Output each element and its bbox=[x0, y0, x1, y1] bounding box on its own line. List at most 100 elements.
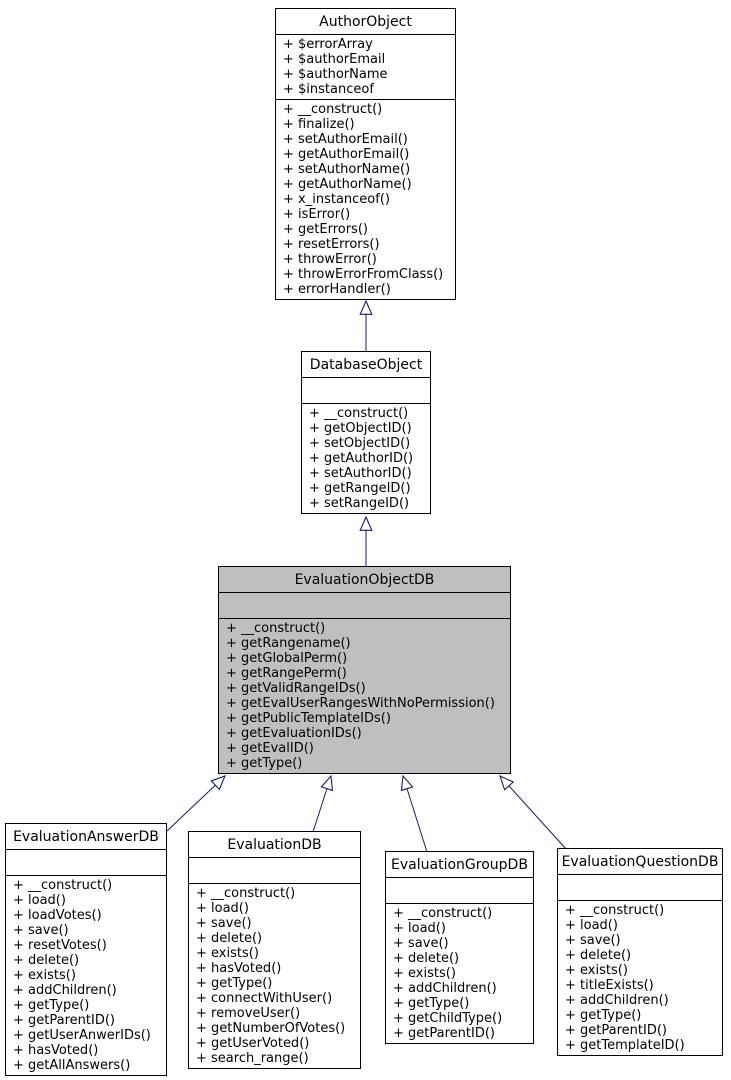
member-item: + setAuthorEmail() bbox=[283, 132, 408, 147]
member-item: + load() bbox=[565, 918, 618, 933]
attributes-section bbox=[6, 850, 166, 876]
member-item: + setObjectID() bbox=[309, 436, 411, 451]
class-box-evaluationobjectdb[interactable]: EvaluationObjectDB + __construct()+ getR… bbox=[218, 566, 511, 774]
member-item: + hasVoted() bbox=[13, 1043, 99, 1058]
member-item: + getType() bbox=[13, 998, 90, 1013]
member-item: + loadVotes() bbox=[13, 908, 102, 923]
member-item: + __construct() bbox=[196, 886, 296, 901]
member-item: + errorHandler() bbox=[283, 282, 391, 297]
inheritance-arrow-evaluationquestiondb-evaluationobjectdb bbox=[499, 774, 567, 850]
member-item: + getEvalID() bbox=[226, 741, 314, 756]
member-item: + getType() bbox=[196, 976, 273, 991]
class-box-evaluationquestiondb[interactable]: EvaluationQuestionDB + __construct()+ lo… bbox=[557, 848, 723, 1056]
member-item: + getParentID() bbox=[565, 1023, 667, 1038]
member-item: + getAllAnswers() bbox=[13, 1058, 131, 1073]
class-name: EvaluationGroupDB bbox=[386, 852, 533, 878]
member-item: + getAuthorName() bbox=[283, 177, 412, 192]
member-item: + exists() bbox=[393, 966, 456, 981]
member-item: + resetErrors() bbox=[283, 237, 380, 252]
member-item: + delete() bbox=[13, 953, 80, 968]
member-item: + save() bbox=[393, 936, 449, 951]
member-item: + addChildren() bbox=[393, 981, 497, 996]
attributes-section bbox=[558, 875, 722, 901]
member-item: + getType() bbox=[226, 756, 303, 771]
member-item: + exists() bbox=[13, 968, 76, 983]
member-item: + removeUser() bbox=[196, 1006, 301, 1021]
member-item: + save() bbox=[13, 923, 69, 938]
member-item: + getChildType() bbox=[393, 1011, 503, 1026]
member-item: + getNumberOfVotes() bbox=[196, 1021, 346, 1036]
member-item: + getRangeID() bbox=[309, 481, 411, 496]
class-name: EvaluationQuestionDB bbox=[558, 849, 722, 875]
member-item: + titleExists() bbox=[565, 978, 654, 993]
methods-section: + __construct()+ load()+ save()+ delete(… bbox=[189, 884, 360, 1068]
attributes-section bbox=[302, 378, 430, 404]
member-item: + load() bbox=[13, 893, 66, 908]
class-name: EvaluationDB bbox=[189, 832, 360, 858]
member-item: + finalize() bbox=[283, 117, 355, 132]
member-item: + getParentID() bbox=[393, 1026, 495, 1041]
member-item: + getEvaluationIDs() bbox=[226, 726, 362, 741]
attributes-section: + $errorArray+ $authorEmail+ $authorName… bbox=[276, 35, 455, 100]
attributes-section bbox=[386, 878, 533, 904]
member-item: + $authorName bbox=[283, 67, 388, 82]
methods-section: + __construct()+ getObjectID()+ setObjec… bbox=[302, 404, 430, 513]
member-item: + __construct() bbox=[565, 903, 665, 918]
member-item: + delete() bbox=[196, 931, 263, 946]
methods-section: + __construct()+ finalize()+ setAuthorEm… bbox=[276, 100, 455, 299]
member-item: + exists() bbox=[565, 963, 628, 978]
class-box-databaseobject[interactable]: DatabaseObject + __construct()+ getObjec… bbox=[301, 351, 431, 514]
attributes-section bbox=[189, 858, 360, 884]
member-item: + getValidRangeIDs() bbox=[226, 681, 366, 696]
member-item: + getEvalUserRangesWithNoPermission() bbox=[226, 696, 495, 711]
member-item: + connectWithUser() bbox=[196, 991, 333, 1006]
methods-section: + __construct()+ load()+ save()+ delete(… bbox=[558, 901, 722, 1055]
member-item: + getTemplateID() bbox=[565, 1038, 685, 1053]
attributes-section bbox=[219, 593, 510, 619]
member-item: + __construct() bbox=[226, 621, 326, 636]
member-item: + getPublicTemplateIDs() bbox=[226, 711, 391, 726]
member-item: + search_range() bbox=[196, 1051, 309, 1066]
class-box-evaluationdb[interactable]: EvaluationDB + __construct()+ load()+ sa… bbox=[188, 831, 361, 1069]
member-item: + delete() bbox=[565, 948, 632, 963]
member-item: + getType() bbox=[565, 1008, 642, 1023]
member-item: + getUserVoted() bbox=[196, 1036, 310, 1051]
member-item: + __construct() bbox=[309, 406, 409, 421]
methods-section: + __construct()+ getRangename()+ getGlob… bbox=[219, 619, 510, 773]
inheritance-arrow-evaluationdb-evaluationobjectdb bbox=[312, 774, 334, 833]
inheritance-arrow-evaluationanswerdb-evaluationobjectdb bbox=[166, 775, 226, 832]
member-item: + load() bbox=[196, 901, 249, 916]
member-item: + isError() bbox=[283, 207, 351, 222]
methods-section: + __construct()+ load()+ save()+ delete(… bbox=[386, 904, 533, 1043]
member-item: + __construct() bbox=[283, 102, 383, 117]
member-item: + addChildren() bbox=[565, 993, 669, 1008]
member-item: + getParentID() bbox=[13, 1013, 115, 1028]
class-box-evaluationanswerdb[interactable]: EvaluationAnswerDB + __construct()+ load… bbox=[5, 823, 167, 1076]
class-box-authorobject[interactable]: AuthorObject + $errorArray+ $authorEmail… bbox=[275, 8, 456, 300]
member-item: + $authorEmail bbox=[283, 52, 386, 67]
class-name: EvaluationAnswerDB bbox=[6, 824, 166, 850]
member-item: + $errorArray bbox=[283, 37, 373, 52]
inheritance-arrow-evaluationgroupdb-evaluationobjectdb bbox=[400, 774, 428, 853]
class-name: AuthorObject bbox=[276, 9, 455, 35]
class-name: EvaluationObjectDB bbox=[219, 567, 510, 593]
member-item: + getGlobalPerm() bbox=[226, 651, 348, 666]
member-item: + getAuthorID() bbox=[309, 451, 414, 466]
member-item: + setRangeID() bbox=[309, 496, 410, 511]
member-item: + __construct() bbox=[393, 906, 493, 921]
member-item: + getRangePerm() bbox=[226, 666, 347, 681]
member-item: + getErrors() bbox=[283, 222, 368, 237]
member-item: + __construct() bbox=[13, 878, 113, 893]
class-box-evaluationgroupdb[interactable]: EvaluationGroupDB + __construct()+ load(… bbox=[385, 851, 534, 1044]
member-item: + x_instanceof() bbox=[283, 192, 390, 207]
member-item: + getAuthorEmail() bbox=[283, 147, 410, 162]
member-item: + getUserAnwerIDs() bbox=[13, 1028, 151, 1043]
member-item: + throwErrorFromClass() bbox=[283, 267, 444, 282]
member-item: + resetVotes() bbox=[13, 938, 107, 953]
member-item: + setAuthorName() bbox=[283, 162, 411, 177]
member-item: + addChildren() bbox=[13, 983, 117, 998]
member-item: + save() bbox=[565, 933, 621, 948]
member-item: + $instanceof bbox=[283, 82, 374, 97]
member-item: + save() bbox=[196, 916, 252, 931]
member-item: + getObjectID() bbox=[309, 421, 412, 436]
